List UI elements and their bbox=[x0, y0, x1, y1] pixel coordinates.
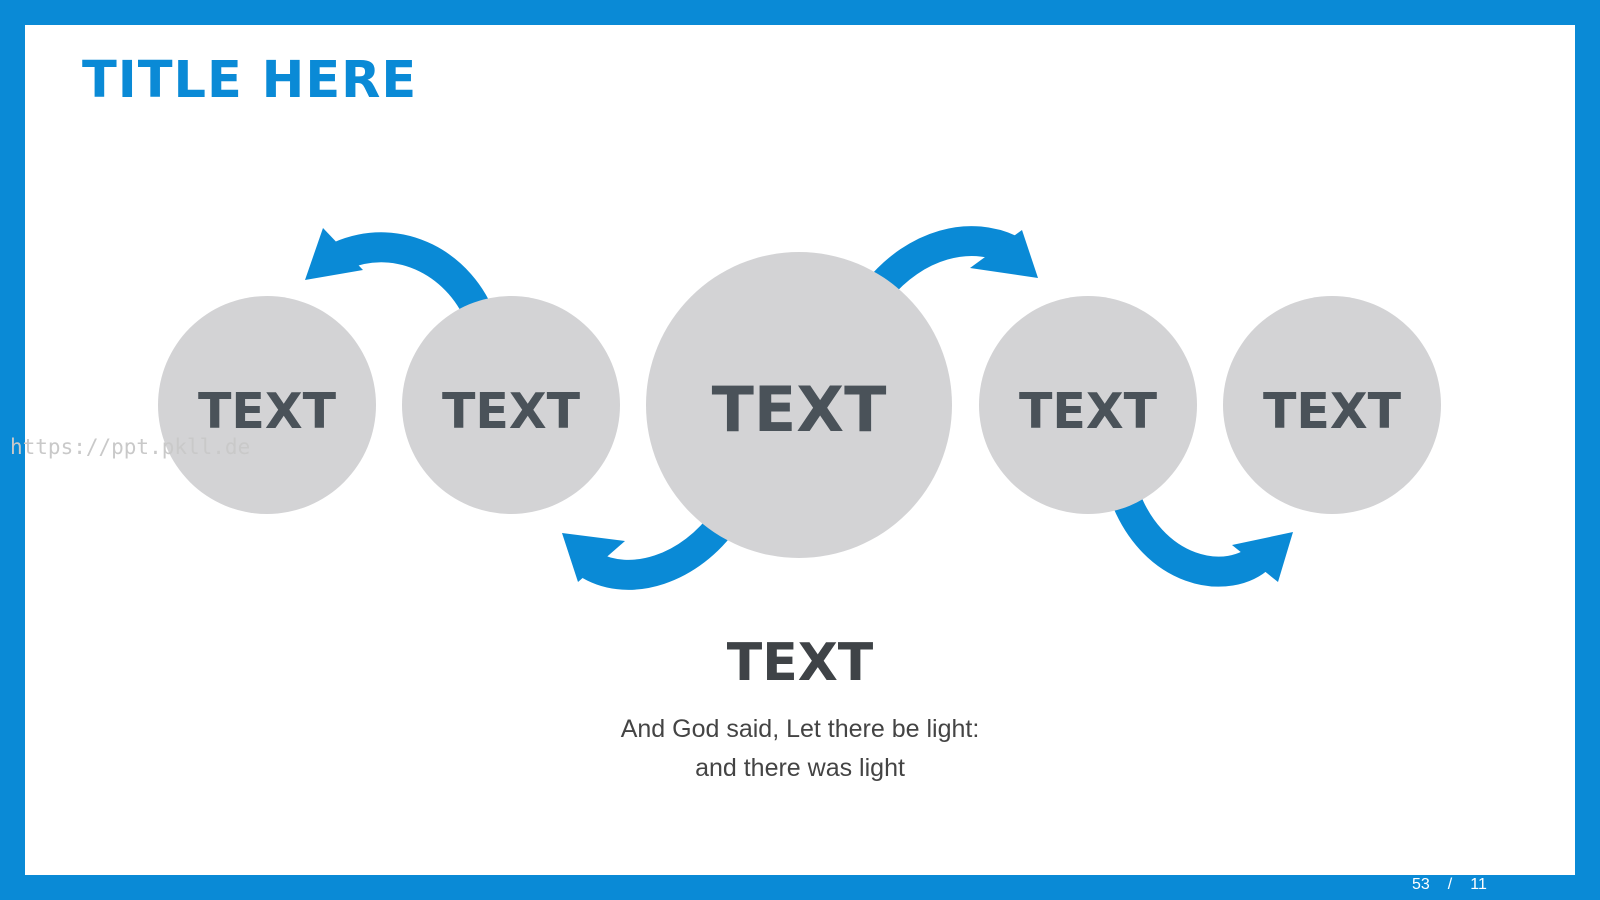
circle-5: TEXT bbox=[1223, 296, 1441, 514]
circle-2-label: TEXT bbox=[442, 383, 581, 440]
content-body-line-2: and there was light bbox=[695, 754, 905, 782]
circle-2: TEXT bbox=[402, 296, 620, 514]
content-body: And God said, Let there be light: and th… bbox=[560, 710, 1040, 788]
circle-5-label: TEXT bbox=[1263, 383, 1402, 440]
circle-4: TEXT bbox=[979, 296, 1197, 514]
page-number: 53 / 11 bbox=[1412, 876, 1487, 894]
circle-1-label: TEXT bbox=[198, 383, 337, 440]
page-separator: / bbox=[1447, 876, 1453, 893]
circle-4-label: TEXT bbox=[1019, 383, 1158, 440]
circle-3-center: TEXT bbox=[646, 252, 952, 558]
arrow-center-bottom bbox=[562, 509, 739, 590]
circle-3-label: TEXT bbox=[712, 373, 887, 446]
circle-1: TEXT bbox=[158, 296, 376, 514]
slide-title: TITLE HERE bbox=[82, 51, 418, 110]
watermark-url: https://ppt.pkll.de bbox=[10, 435, 251, 459]
page-current: 53 bbox=[1412, 876, 1430, 893]
arrow-left-top bbox=[305, 228, 497, 328]
page-total: 11 bbox=[1470, 876, 1487, 893]
content-heading: TEXT bbox=[726, 633, 874, 693]
content-body-line-1: And God said, Let there be light: bbox=[620, 715, 980, 743]
arrow-right-bottom bbox=[1107, 482, 1293, 587]
arrow-center-top bbox=[866, 226, 1038, 300]
